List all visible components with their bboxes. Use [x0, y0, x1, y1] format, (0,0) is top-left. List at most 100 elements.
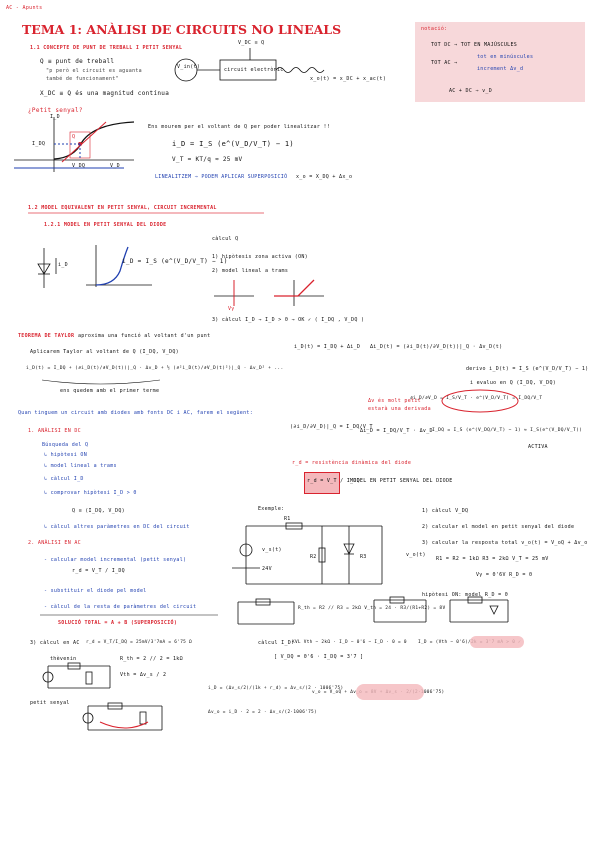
eq-diode: i_D = I_S (e^(V_D/V_T) − 1)	[172, 140, 294, 148]
example-kvl: KVL Vth − 2kΩ · I_D − 0'6 − I_D · 0 = 0	[292, 640, 407, 645]
ac-circuit-1	[42, 662, 111, 689]
example-id-highlight	[470, 636, 524, 648]
block-diagram	[174, 48, 325, 82]
diode-symbol	[37, 248, 57, 288]
subsection-1-2-1: 1.2.1 MODEL EN PETIT SENYAL DEL DIODE	[44, 222, 167, 228]
procedure-a1d: ↳ comprovar hipòtesi I_D > 0	[44, 490, 137, 496]
result-eq2: Δi_D = I_DQ/V_T · Δv_D	[360, 428, 433, 434]
red-note-1: Δv és molt petit	[368, 398, 421, 404]
deriv-highlight-circle	[441, 389, 519, 413]
step3: 3) càlcul I_D → I_D > 0 → OK ✓ ( I_DQ , …	[212, 317, 365, 323]
vgamma-label: Vγ	[228, 306, 235, 312]
section-underline	[28, 212, 264, 214]
procedure-a1c: ↳ càlcul I_D	[44, 476, 84, 482]
example-r3: R3	[360, 554, 367, 560]
deriv-note: i evaluo en Q (I_DQ, V_DQ)	[470, 380, 557, 386]
notation-label: notació:	[421, 26, 448, 32]
axis-vd: V_D	[110, 163, 120, 169]
result-eq: (∂i_D/∂V_D)|_Q = I_DQ/V_T	[290, 424, 373, 430]
axis-idq: I_DQ	[32, 141, 46, 147]
question-small-signal: ¿Petit senyal?	[28, 107, 83, 114]
step2: 2) model lineal a trams	[212, 268, 289, 274]
example-r1: R1	[284, 516, 291, 522]
rd-box	[304, 472, 340, 494]
procedure-a2: ↳ càlcul altres paràmetres en DC del cir…	[44, 524, 190, 530]
example-id-eq: I_D = (Vth − 0'6)/2k = 3'7 mA > 0 ✓	[418, 640, 522, 645]
example-q1: 1) càlcul V_DQ	[422, 508, 469, 514]
procedure-b1-eq: r_d = V_T / I_DQ	[72, 568, 125, 574]
taylor-right-eq2: Δi_D(t) = (∂i_D(t)/∂V_D(t))|_Q · Δv_D(t)	[370, 344, 503, 350]
procedure-b-title: 2. ANÀLISI EN AC	[28, 540, 81, 546]
rd-eq: r_d = V_T / I_DQ	[307, 478, 360, 484]
example-out: v_o(t)	[406, 552, 426, 558]
diode-id-label: i_D	[58, 262, 68, 268]
taylor-right-eq1: i_D(t) = I_DQ + Δi_D	[294, 344, 361, 350]
notation-line2-a: tot en minúscules	[477, 54, 534, 60]
iv-curve-plot	[14, 117, 135, 172]
example-label: Exemple:	[258, 506, 285, 512]
page-tag: AC - Apunts	[6, 5, 43, 11]
procedure-intro: Quan tinguem un circuit amb diodes amb f…	[18, 410, 254, 416]
example-circuit	[232, 522, 383, 585]
notation-line1: TOT DC ⇒ TOT EN MAJÚSCULES	[431, 42, 518, 48]
example-r2: R2	[310, 554, 317, 560]
example-vo-highlight	[356, 684, 424, 700]
example-rth: R_th = 2 // 2 = 1kΩ	[120, 656, 183, 662]
procedure-a1e: Q ≡ (I_DQ, V_DQ)	[72, 508, 125, 514]
step1: 1) hipòtesis zona activa (ON)	[212, 254, 308, 260]
example-circuit-thevenin-2	[373, 596, 427, 623]
idq-eq: I_DQ = I_S (e^(V_DQ/V_T) − 1) ≈ I_S(e^(V…	[432, 428, 583, 433]
example-q3: 3) calcular la resposta total v_o(t) = V…	[422, 540, 588, 546]
eq-vt: V_T = KT/q ≈ 25 mV	[172, 156, 243, 163]
ac-circuit-small-signal	[82, 702, 163, 731]
procedure-divider	[40, 614, 218, 616]
deriv-label: derivo i_D(t) = I_S (e^(V_D/V_T) − 1)	[466, 366, 589, 372]
red-note-2: estarà una derivada	[368, 406, 431, 412]
procedure-a-title: 1. ANÀLISI EN DC	[28, 428, 81, 434]
example-src-ac: v_s(t)	[262, 547, 282, 553]
procedure-b3: - càlcul de la resta de paràmetres del c…	[44, 604, 197, 610]
linearize-note: Ens mourem per el voltant de Q per poder…	[148, 124, 331, 130]
example-values: R1 = R2 = 1kΩ R3 = 2kΩ V_T = 25 mV	[436, 556, 549, 562]
section-heading-1-2: 1.2 MODEL EQUIVALENT EN PETIT SENYAL, CI…	[28, 205, 217, 211]
diode-curve-plot	[86, 245, 152, 287]
rd-title: r_d = resistència dinàmica del diode	[292, 460, 412, 466]
notation-box: notació: TOT DC ⇒ TOT EN MAJÚSCULES TOT …	[415, 22, 585, 102]
axis-vdq: V_DQ	[72, 163, 86, 169]
diode-eq: i_D = I_S (e^(V_D/V_T) − 1)	[122, 258, 228, 265]
taylor-note: ens quedem amb el primer terme	[60, 388, 160, 394]
procedure-a1b: ↳ model lineal a trams	[44, 463, 117, 469]
taylor-heading-rest: aproxima una funció al voltant d'un punt	[78, 333, 211, 339]
q-title: Q ≡ punt de treball	[40, 58, 115, 65]
example-thevenin: R_th = R2 // R3 = 2kΩ V_th = 24 · R3/(R1…	[298, 606, 446, 611]
procedure-a1: Búsqueda del Q	[42, 442, 89, 448]
notation-line3: AC + DC ⇒ v_D	[449, 88, 493, 94]
calc-q-title: càlcul Q	[212, 236, 239, 242]
q-note-1: "p però el circuit es aguanta	[46, 68, 142, 74]
piecewise-plots	[214, 279, 324, 306]
example-vth: Vth = Δv_s / 2	[120, 672, 167, 678]
example-ac-label: 3) càlcul en AC	[30, 640, 80, 646]
example-circuit-thevenin	[237, 598, 295, 625]
example-circuit-on-model	[449, 596, 509, 623]
example-calc-label: càlcul I_D:	[258, 640, 295, 646]
taylor-underline	[41, 379, 161, 385]
example-dvo: Δv_o = i_D · 2 = 2 · Δv_s/(2·1006'75)	[208, 710, 317, 715]
taylor-line1: Aplicarem Taylor al voltant de Q (I_DQ, …	[30, 349, 179, 355]
xdc-note: X_DC ≡ Q és una magnitud contínua	[40, 90, 170, 97]
axis-id: I_D	[50, 114, 60, 120]
output-label: x_o(t) = x_DC + x_ac(t)	[310, 76, 387, 82]
vin-label: V_in(t)	[177, 64, 201, 70]
procedure-b1: - calcular model incremental (petit seny…	[44, 557, 187, 563]
point-q: Q	[72, 134, 76, 140]
procedure-b2: - substituir el diode pel model	[44, 588, 147, 594]
rd-model: MODEL EN PETIT SENYAL DEL DIODE	[350, 478, 453, 484]
example-vdq: [ V_DQ = 0'6 · I_DQ = 3'7 ]	[274, 654, 364, 660]
q-note-2: també de funcionament"	[46, 76, 119, 82]
superposition-note: LINEALITZEM ⇒ PODEM APLICAR SUPERPOSICIÓ	[155, 174, 288, 180]
example-q2: 2) calcular el model en petit senyal del…	[422, 524, 575, 530]
example-equiv-label: thèvenin	[50, 656, 77, 662]
notation-line2-left: TOT AC ⇒	[431, 60, 458, 66]
deriv-eq: ∂i_D/∂V_D = I_S/V_T · e^(V_D/V_T) = I_DQ…	[410, 396, 543, 401]
superposition-eq: x_o = X_DQ + Δx_o	[296, 174, 353, 180]
